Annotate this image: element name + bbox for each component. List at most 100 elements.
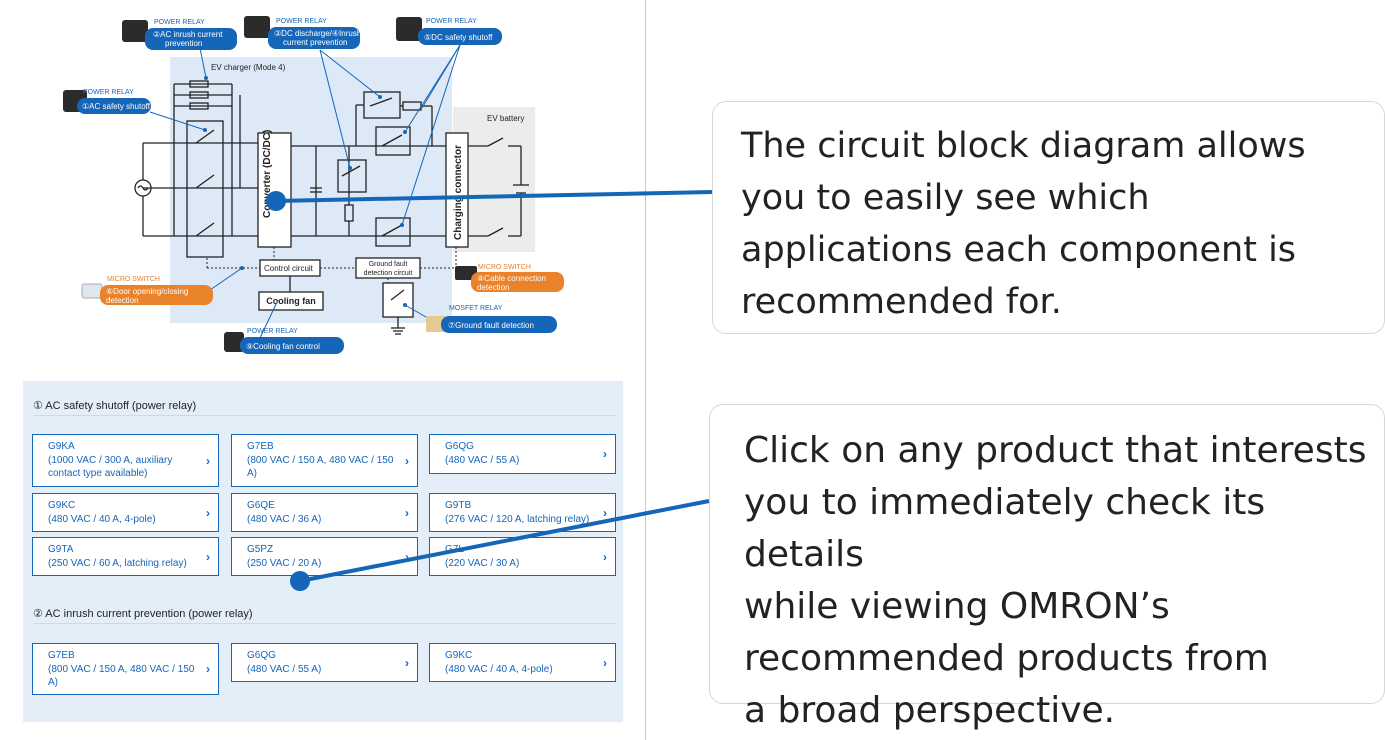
tag-ground-fault-detection[interactable]: MOSFET RELAY ⑦Ground fault detection xyxy=(441,305,557,333)
svg-text:⑧Cable connection: ⑧Cable connection xyxy=(477,274,546,283)
tag-cooling-fan-control[interactable]: POWER RELAY ⑨Cooling fan control xyxy=(240,328,344,354)
product-name: G9KA xyxy=(48,441,75,452)
svg-text:⑤DC safety shutoff: ⑤DC safety shutoff xyxy=(424,33,493,42)
svg-text:②AC inrush current: ②AC inrush current xyxy=(153,30,223,39)
svg-text:detection: detection xyxy=(106,296,138,305)
product-name: G9KC xyxy=(445,650,473,661)
svg-text:⑨Cooling fan control: ⑨Cooling fan control xyxy=(246,342,320,351)
converter-label: Converter (DC/DC) xyxy=(262,130,273,218)
product-card-g9tb[interactable]: G9TB (276 VAC / 120 A, latching relay) › xyxy=(429,493,616,532)
mosfet-photo xyxy=(426,316,446,332)
product-card-g6qe[interactable]: G6QE (480 VAC / 36 A) › xyxy=(231,493,418,532)
product-page-screenshot: EV charger (Mode 4) EV battery xyxy=(0,0,646,740)
product-name: G7L xyxy=(445,544,464,555)
cooling-fan-label: Cooling fan xyxy=(266,296,316,306)
svg-text:current prevention: current prevention xyxy=(283,38,347,47)
circuit-block-diagram: EV charger (Mode 4) EV battery xyxy=(63,16,564,354)
product-spec: (480 VAC / 40 A, 4-pole) xyxy=(48,514,156,525)
relay-photo-4 xyxy=(396,17,422,41)
product-card-g7eb-inrush[interactable]: G7EB (800 VAC / 150 A, 480 VAC / 150 A) … xyxy=(32,643,219,695)
product-card-g6qg[interactable]: G6QG (480 VAC / 55 A) › xyxy=(429,434,616,474)
ground-fault-label-line2: detection circuit xyxy=(364,270,413,277)
product-name: G9TA xyxy=(48,544,74,555)
chevron-right-icon: › xyxy=(206,453,210,468)
chevron-right-icon: › xyxy=(603,505,607,520)
svg-text:POWER RELAY: POWER RELAY xyxy=(426,18,477,25)
product-card-g9ta[interactable]: G9TA (250 VAC / 60 A, latching relay) › xyxy=(32,537,219,576)
microswitch-photo-2 xyxy=(455,266,477,280)
relay-photo-3 xyxy=(244,16,270,38)
tag-ac-safety-shutoff[interactable]: POWER RELAY ①AC safety shutoff xyxy=(77,89,151,114)
svg-text:③DC discharge/④Inrush: ③DC discharge/④Inrush xyxy=(274,29,361,38)
section-divider xyxy=(33,623,615,624)
tag-dc-safety-shutoff[interactable]: POWER RELAY ⑤DC safety shutoff xyxy=(418,18,502,45)
product-spec: (480 VAC / 55 A) xyxy=(247,664,322,675)
chevron-right-icon: › xyxy=(603,655,607,670)
svg-text:⑦Ground fault detection: ⑦Ground fault detection xyxy=(448,321,534,330)
product-name: G5PZ xyxy=(247,544,274,555)
charger-title: EV charger (Mode 4) xyxy=(211,63,286,72)
svg-text:POWER RELAY: POWER RELAY xyxy=(276,18,327,25)
svg-text:MOSFET RELAY: MOSFET RELAY xyxy=(449,305,503,312)
product-card-g9kc-inrush[interactable]: G9KC (480 VAC / 40 A, 4-pole) › xyxy=(429,643,616,682)
recommended-products-panel: ① AC safety shutoff (power relay) G9KA (… xyxy=(23,381,623,722)
component-photos xyxy=(63,16,477,352)
product-name: G9TB xyxy=(445,500,472,511)
product-spec: (480 VAC / 55 A) xyxy=(445,455,520,466)
tag-pointer-dots xyxy=(203,76,468,307)
product-name: G7EB xyxy=(247,441,274,452)
tag-ac-inrush-current-prevention[interactable]: POWER RELAY ②AC inrush current preventio… xyxy=(145,19,237,50)
product-name: G9KC xyxy=(48,500,76,511)
product-name: G7EB xyxy=(48,650,75,661)
callout-diagram-explanation: The circuit block diagram allows you to … xyxy=(712,101,1385,334)
ground-fault-label-line1: Ground fault xyxy=(369,261,408,268)
tag-dc-discharge-inrush-prevention[interactable]: POWER RELAY ③DC discharge/④Inrush curren… xyxy=(268,18,361,49)
callout-product-explanation: Click on any product that interests you … xyxy=(709,404,1385,731)
product-card-g7eb[interactable]: G7EB (800 VAC / 150 A, 480 VAC / 150 A) … xyxy=(231,434,418,487)
microswitch-photo-1 xyxy=(81,283,103,299)
control-circuit-label: Control circuit xyxy=(264,264,314,273)
product-name: G6QG xyxy=(247,650,276,661)
svg-text:POWER RELAY: POWER RELAY xyxy=(83,89,134,96)
product-card-g9kc[interactable]: G9KC (480 VAC / 40 A, 4-pole) › xyxy=(32,493,219,532)
tag-door-detection[interactable]: MICRO SWITCH ⑥Door opening/closing detec… xyxy=(100,276,213,305)
charger-area xyxy=(170,57,452,323)
chevron-right-icon: › xyxy=(206,505,210,520)
chevron-right-icon: › xyxy=(206,662,210,676)
product-spec: (800 VAC / 150 A, 480 VAC / 150 A) xyxy=(247,455,394,479)
circuit-wires xyxy=(134,80,529,335)
callout-text: The circuit block diagram allows you to … xyxy=(741,126,1306,322)
svg-text:MICRO SWITCH: MICRO SWITCH xyxy=(478,264,531,271)
svg-text:POWER RELAY: POWER RELAY xyxy=(247,328,298,335)
product-spec: (250 VAC / 20 A) xyxy=(247,558,322,569)
control-lines xyxy=(206,247,457,283)
product-name: G6QG xyxy=(445,441,474,452)
section-heading-ac-inrush: ② AC inrush current prevention (power re… xyxy=(33,608,253,620)
product-card-g9ka[interactable]: G9KA (1000 VAC / 300 A, auxiliary contac… xyxy=(32,434,219,487)
callout-text: Click on any product that interests you … xyxy=(744,430,1367,731)
product-spec: (220 VAC / 30 A) xyxy=(445,558,520,569)
charging-connector-label: Charging connector xyxy=(453,145,464,240)
svg-text:⑥Door opening/closing: ⑥Door opening/closing xyxy=(106,287,188,296)
chevron-right-icon: › xyxy=(405,505,409,520)
product-spec: (276 VAC / 120 A, latching relay) xyxy=(445,514,590,525)
svg-text:MICRO SWITCH: MICRO SWITCH xyxy=(107,276,160,283)
chevron-right-icon: › xyxy=(405,549,409,564)
svg-text:①AC safety shutoff: ①AC safety shutoff xyxy=(82,102,151,111)
section-divider xyxy=(33,415,615,416)
product-name: G6QE xyxy=(247,500,275,511)
product-spec: (1000 VAC / 300 A, auxiliary contact typ… xyxy=(48,455,173,479)
chevron-right-icon: › xyxy=(405,655,409,670)
svg-text:POWER RELAY: POWER RELAY xyxy=(154,19,205,26)
product-spec: (800 VAC / 150 A, 480 VAC / 150 A) xyxy=(48,664,195,688)
svg-text:detection: detection xyxy=(477,283,509,292)
product-card-g7l[interactable]: G7L (220 VAC / 30 A) › xyxy=(429,537,616,576)
product-card-g5pz[interactable]: G5PZ (250 VAC / 20 A) › xyxy=(231,537,418,576)
product-spec: (480 VAC / 36 A) xyxy=(247,514,322,525)
tag-cable-connection-detection[interactable]: MICRO SWITCH ⑧Cable connection detection xyxy=(471,264,564,292)
chevron-right-icon: › xyxy=(603,549,607,564)
section-heading-ac-safety-shutoff: ① AC safety shutoff (power relay) xyxy=(33,400,197,412)
chevron-right-icon: › xyxy=(405,453,409,468)
product-card-g6qg-inrush[interactable]: G6QG (480 VAC / 55 A) › xyxy=(231,643,418,682)
product-spec: (480 VAC / 40 A, 4-pole) xyxy=(445,664,553,675)
